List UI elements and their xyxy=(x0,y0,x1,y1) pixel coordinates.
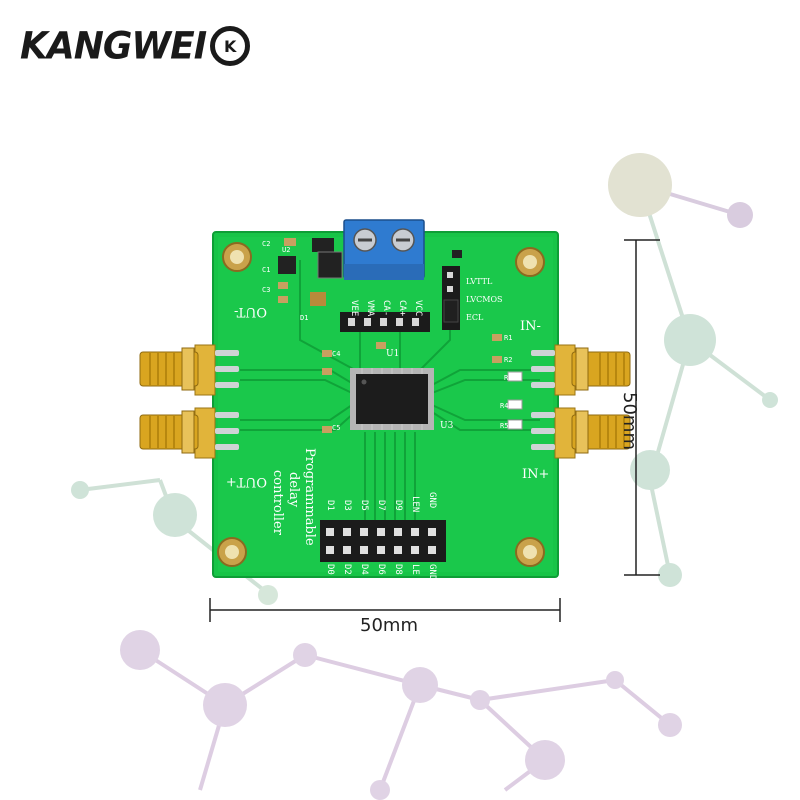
data-pin-bottom-1: GND xyxy=(427,564,437,580)
sma-out-minus xyxy=(139,344,239,396)
ref-c3: C3 xyxy=(262,286,270,294)
data-pin-bottom-4: D6 xyxy=(376,564,386,575)
top-header-pin-3: CA- xyxy=(381,300,391,316)
data-pin-top-3: D9 xyxy=(393,500,403,511)
pin-labels: VEE VMA CA- CA+ VCC GND LEN D9 D7 D5 D3 … xyxy=(325,300,437,580)
label-in-minus: IN- xyxy=(520,319,541,334)
brand-mark-icon: K xyxy=(210,26,251,66)
mounting-holes xyxy=(217,242,545,567)
data-pin-header xyxy=(320,520,446,562)
ref-c1: C1 xyxy=(262,266,270,274)
smd-components xyxy=(278,238,523,433)
ic-ref-u1: U1 xyxy=(386,349,399,359)
height-label: 50mm xyxy=(619,392,640,450)
data-pin-bottom-3: D8 xyxy=(393,564,403,575)
data-pin-top-7: D1 xyxy=(325,500,335,511)
height-dimension xyxy=(624,239,660,576)
sma-in-plus xyxy=(531,407,631,459)
silkscreen: OUT- OUT+ IN- IN+ Programmable delay con… xyxy=(226,277,550,546)
top-header-pin-5: VCC xyxy=(413,300,423,316)
brand-name: KANGWEI xyxy=(20,24,207,68)
ref-d1: D1 xyxy=(300,314,308,322)
sma-out-plus xyxy=(139,407,239,459)
ref-r1: R1 xyxy=(504,334,512,342)
ref-c2: C2 xyxy=(262,240,270,248)
power-terminal-block xyxy=(343,219,425,280)
ref-r3: R3 xyxy=(504,374,512,382)
ref-r4: R4 xyxy=(500,402,508,410)
ref-c4: C4 xyxy=(332,350,340,358)
data-pin-bottom-2: LE xyxy=(410,564,420,575)
top-header-pin-2: VMA xyxy=(365,300,375,317)
sma-in-minus xyxy=(531,344,631,396)
brand-logo: KANGWEI K xyxy=(20,22,251,70)
board-title-line-1: Programmable xyxy=(302,448,317,546)
mode-jumper xyxy=(442,266,460,330)
data-pin-top-4: D7 xyxy=(376,500,386,511)
ref-c5: C5 xyxy=(332,424,340,432)
label-out-minus: OUT- xyxy=(234,304,267,319)
ref-r5: R5 xyxy=(500,422,508,430)
board-title-line-3: controller xyxy=(270,470,285,536)
component-refs: C2 C1 C3 C4 C5 D1 R1 R2 R3 R4 R5 U2 xyxy=(262,240,512,432)
data-pin-top-5: D5 xyxy=(359,500,369,511)
top-header-pin-1: VEE xyxy=(349,300,359,316)
data-pin-bottom-6: D2 xyxy=(342,564,352,575)
background-nodes xyxy=(71,153,778,800)
ref-r2: R2 xyxy=(504,356,512,364)
data-pin-bottom-5: D4 xyxy=(359,564,369,575)
top-pin-header xyxy=(340,312,430,332)
label-in-plus: IN+ xyxy=(522,467,549,482)
data-pin-top-2: LEN xyxy=(410,496,420,512)
top-header-pin-4: CA+ xyxy=(397,300,407,317)
jumper-label-2: LVCMOS xyxy=(466,295,503,304)
width-label: 50mm xyxy=(360,615,418,636)
data-pin-bottom-7: D0 xyxy=(325,564,335,575)
jumper-label-1: LVTTL xyxy=(466,277,493,286)
delay-ic xyxy=(350,368,434,430)
ic-ref-u3: U3 xyxy=(440,421,454,431)
label-out-plus: OUT+ xyxy=(226,474,267,489)
ref-u2: U2 xyxy=(282,246,290,254)
pcb-board: OUT- OUT+ IN- IN+ Programmable delay con… xyxy=(139,219,631,580)
width-dimension xyxy=(209,598,561,622)
board-title-line-2: delay xyxy=(286,472,301,508)
jumper-label-3: ECL xyxy=(466,313,484,322)
data-pin-top-6: D3 xyxy=(342,500,352,511)
data-pin-top-1: GND xyxy=(427,492,437,508)
